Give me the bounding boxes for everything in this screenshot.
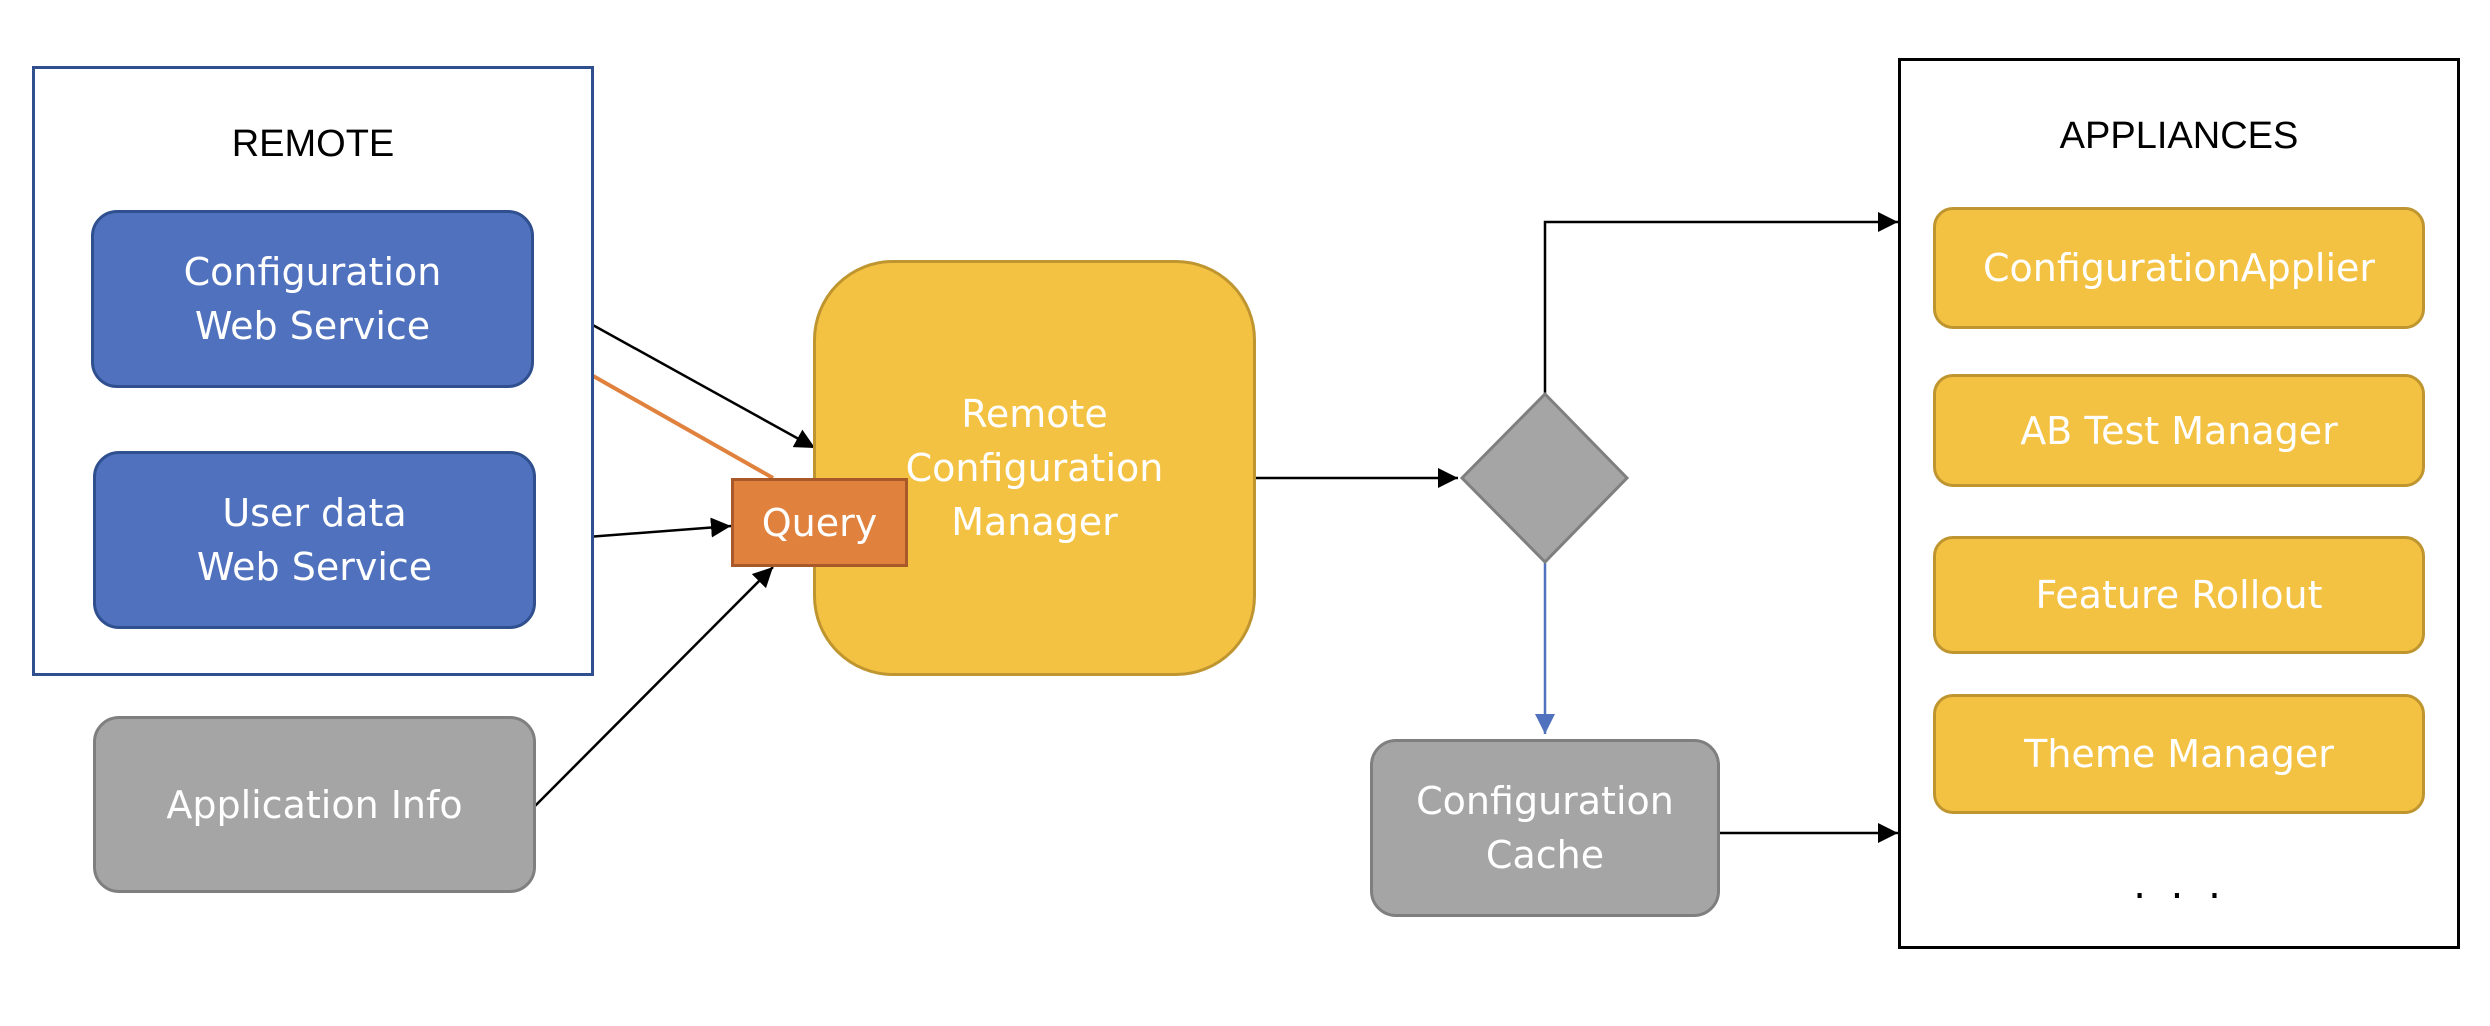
appliances-group-title: APPLIANCES <box>2059 115 2299 157</box>
appliances-group: APPLIANCES <box>1898 58 2460 949</box>
application-info-node[interactable]: Application Info <box>93 716 536 893</box>
arrow-decision-to-appliances <box>1543 212 1898 394</box>
configuration-cache-node[interactable]: Configuration Cache <box>1370 739 1720 917</box>
appliance-feature-rollout[interactable]: Feature Rollout <box>1933 536 2425 654</box>
query-node[interactable]: Query <box>731 478 908 567</box>
appliance-configuration-applier[interactable]: ConfigurationApplier <box>1933 207 2425 329</box>
configuration-web-service-node[interactable]: Configuration Web Service <box>91 210 534 388</box>
remote-configuration-manager-node[interactable]: Remote Configuration Manager <box>813 260 1256 676</box>
arrow-appinfo-to-query <box>534 566 774 807</box>
remote-group-title: REMOTE <box>231 123 395 165</box>
appliance-ab-test-manager[interactable]: AB Test Manager <box>1933 374 2425 487</box>
decision-diamond <box>1459 391 1630 565</box>
appliances-more-ellipsis: . . . <box>2133 862 2227 908</box>
appliance-theme-manager[interactable]: Theme Manager <box>1933 694 2425 814</box>
user-data-web-service-node[interactable]: User data Web Service <box>93 451 536 629</box>
